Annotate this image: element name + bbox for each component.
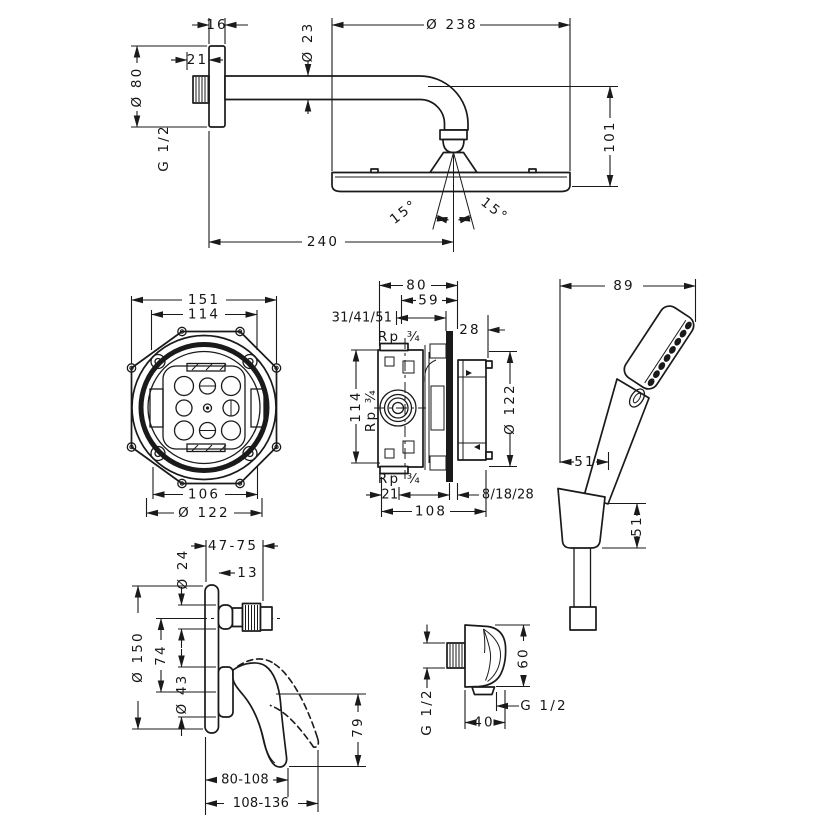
handle-hook <box>628 388 646 408</box>
lever-boss <box>217 666 234 718</box>
dim-label-inlet-thread: G 1/2 <box>419 688 435 735</box>
dim-label-lower-width: 106 <box>188 487 220 503</box>
ibox-side-view: 80 59 31/41/51 28 Rp ¾ 114 Rp ¾ Ø 122 Rp… <box>332 278 534 520</box>
dim-label-side-flange-diameter: Ø 122 <box>502 383 518 435</box>
dim-label-plate-diameter: Ø 80 <box>129 67 145 108</box>
dim-label-outer-width: 151 <box>188 292 220 308</box>
dim-label-inner-depth: 59 <box>418 293 440 309</box>
overhead-dimensions: 16 Ø 23 Ø 238 21 Ø 80 G 1/2 101 <box>129 17 618 250</box>
dim-label-set-width: 89 <box>613 278 635 294</box>
dim-label-body-height: 60 <box>516 647 532 669</box>
spray-angle-lines <box>432 152 475 252</box>
hand-shower-handle <box>583 378 650 505</box>
wall-plate <box>208 45 226 128</box>
dim-label-finish-depth-range: 8/18/28 <box>482 488 534 503</box>
dim-label-holder-width: 51 <box>574 454 596 470</box>
overhead-shower-view: 16 Ø 23 Ø 238 21 Ø 80 G 1/2 101 <box>129 17 618 252</box>
hand-shower-view: 89 51 51 <box>557 278 697 631</box>
dim-label-front-protrusion: 28 <box>459 322 481 338</box>
dim-label-total-depth: 108 <box>415 504 447 520</box>
dim-label-lever-reach-open: 108-136 <box>233 796 289 811</box>
lever-handle <box>232 662 288 768</box>
dim-label-port-spacing: 114 <box>348 390 364 422</box>
mixer-stem <box>174 602 282 632</box>
mounting-screws <box>126 326 282 489</box>
dim-label-head-diameter: Ø 238 <box>426 17 478 33</box>
outlet-bottom-port <box>471 686 496 696</box>
arm-nut <box>439 129 468 141</box>
dim-label-install-depth-range: 31/41/51 <box>332 311 393 326</box>
plaster-shield <box>446 331 453 482</box>
dim-label-arm-diameter: Ø 23 <box>300 22 316 63</box>
dim-label-body-depth: 80 <box>406 278 428 294</box>
dim-label-axis-spacing: 74 <box>153 644 169 666</box>
mixer-dimensions: 47-75 13 Ø 24 Ø 150 74 Ø 43 79 <box>130 538 366 815</box>
dim-label-lever-drop: 79 <box>350 716 366 738</box>
wall-outlet-dimensions: G 1/2 60 40 G 1/2 <box>419 624 567 736</box>
function-block-holes <box>149 362 265 453</box>
dim-label-head-height: 101 <box>602 120 618 152</box>
shower-hose <box>569 548 597 631</box>
dim-label-front-flange-diameter: Ø 122 <box>178 505 230 521</box>
dim-label-thread-top: Rp ¾ <box>378 329 422 345</box>
shower-head <box>331 168 571 193</box>
hand-shower-dimensions: 89 51 51 <box>559 278 697 549</box>
lever-handle-open <box>237 658 320 748</box>
ibox-front-dimensions: 151 114 106 Ø 122 <box>130 292 278 521</box>
mixer-view: 47-75 13 Ø 24 Ø 150 74 Ø 43 79 <box>130 538 366 815</box>
rough-in-housing <box>457 359 493 461</box>
dim-label-tilt-left: 15° <box>387 196 421 227</box>
dim-label-tilt-right: 15° <box>478 194 512 225</box>
dim-label-rear-offset: 21 <box>381 488 398 503</box>
dim-label-outlet-thread: G 1/2 <box>520 698 567 714</box>
dim-label-wall-thread: G 1/2 <box>156 124 172 171</box>
hand-shower-head <box>623 305 695 390</box>
dim-label-stem-length-range: 47-75 <box>208 538 258 554</box>
wall-outlet-view: G 1/2 60 40 G 1/2 <box>419 624 567 736</box>
dim-label-body-width: 40 <box>473 715 495 731</box>
dim-label-bolt-circle-width: 114 <box>188 307 220 323</box>
dim-label-mixer-plate-thickness: 13 <box>237 565 259 581</box>
shower-holder <box>557 487 606 549</box>
dim-label-arm-length: 240 <box>307 234 339 250</box>
ibox-body <box>374 338 447 479</box>
dim-label-stem-diameter: Ø 24 <box>175 549 191 590</box>
ibox-side-dimensions: 80 59 31/41/51 28 Rp ¾ 114 Rp ¾ Ø 122 Rp… <box>332 278 534 520</box>
dim-label-thread-mid: Rp ¾ <box>363 388 379 432</box>
ball-joint <box>442 138 465 154</box>
dim-label-thread-bottom: Rp ¾ <box>378 471 422 487</box>
escutcheon-plate <box>204 584 220 734</box>
dim-label-lever-reach-closed: 80-108 <box>221 773 269 788</box>
dim-label-plate-thickness: 16 <box>206 17 228 33</box>
dim-label-mixer-plate-diameter: Ø 150 <box>130 631 146 683</box>
shower-arm <box>224 75 478 174</box>
outlet-inlet-thread <box>446 642 466 669</box>
ibox-front-view: 151 114 106 Ø 122 <box>126 292 282 521</box>
hose-nut <box>569 606 597 631</box>
lever-contour <box>247 700 276 764</box>
dim-label-thread-length: 21 <box>187 52 209 68</box>
outlet-body <box>464 624 507 696</box>
dim-label-holder-height: 51 <box>629 515 645 537</box>
wall-thread-nipple <box>192 75 210 104</box>
dim-label-boss-diameter: Ø 43 <box>174 674 190 715</box>
